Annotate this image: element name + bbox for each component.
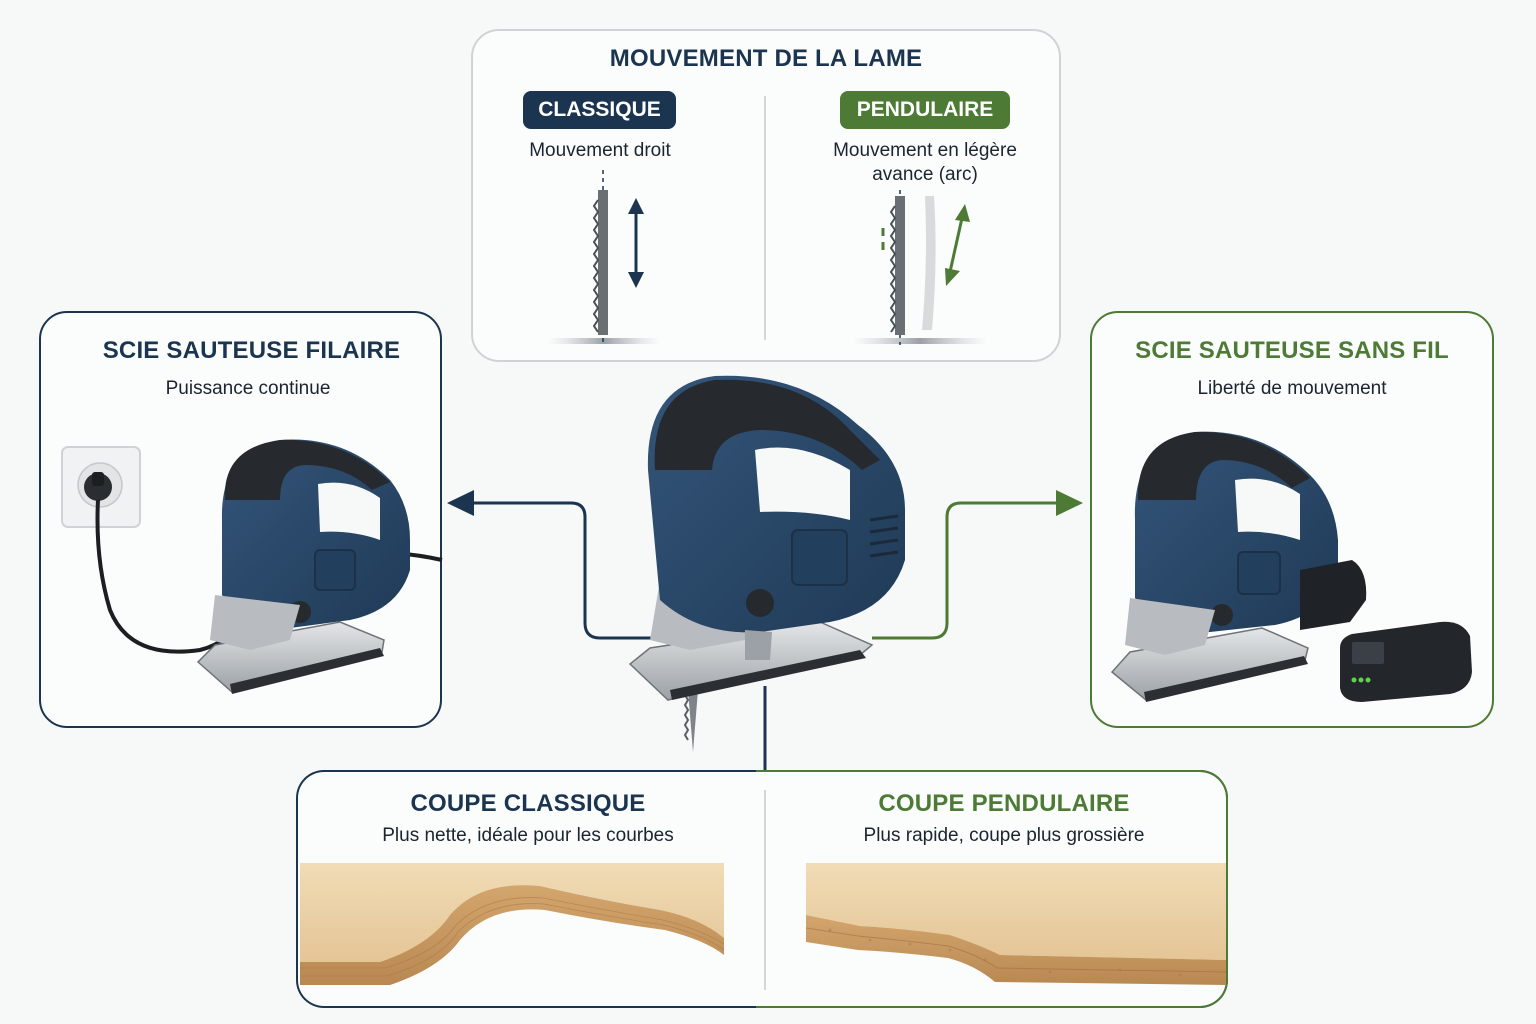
classic-caption: Mouvement droit bbox=[529, 140, 671, 161]
classic-blade-icon bbox=[548, 170, 660, 345]
cordless-subtitle: Liberté de mouvement bbox=[1197, 378, 1387, 399]
connector-corded bbox=[470, 501, 660, 640]
center-jigsaw-image bbox=[628, 375, 905, 752]
pendulum-blade-icon bbox=[852, 190, 988, 345]
plug-icon bbox=[84, 472, 112, 501]
pendulum-badge: PENDULAIRE bbox=[840, 91, 1010, 129]
pendulum-caption-line1: Mouvement en légère bbox=[833, 140, 1017, 161]
classic-cut-title: COUPE CLASSIQUE bbox=[410, 790, 646, 817]
classic-cut-subtitle: Plus nette, idéale pour les courbes bbox=[382, 825, 674, 846]
corded-subtitle: Puissance continue bbox=[165, 378, 331, 399]
pendulum-cut-subtitle: Plus rapide, coupe plus grossière bbox=[863, 825, 1145, 846]
motion-title: MOUVEMENT DE LA LAME bbox=[609, 45, 923, 72]
double-arrow-icon bbox=[628, 198, 644, 288]
classic-badge: CLASSIQUE bbox=[523, 91, 676, 129]
battery-icon bbox=[1340, 621, 1472, 702]
pendulum-cut-wood-image bbox=[805, 863, 1227, 985]
corded-jigsaw-image bbox=[61, 439, 443, 694]
pendulum-caption-line2: avance (arc) bbox=[872, 164, 978, 185]
arc-arrow-icon bbox=[945, 204, 970, 286]
cordless-jigsaw-image bbox=[1110, 431, 1472, 702]
connector-cordless bbox=[872, 501, 1060, 640]
pendulum-cut-title: COUPE PENDULAIRE bbox=[878, 790, 1130, 817]
cordless-title: SCIE SAUTEUSE SANS FIL bbox=[1135, 337, 1449, 364]
corded-title: SCIE SAUTEUSE FILAIRE bbox=[102, 337, 401, 364]
classic-cut-wood-image bbox=[300, 863, 725, 985]
arrow-right-icon bbox=[1056, 490, 1083, 516]
arrow-left-icon bbox=[447, 490, 474, 516]
